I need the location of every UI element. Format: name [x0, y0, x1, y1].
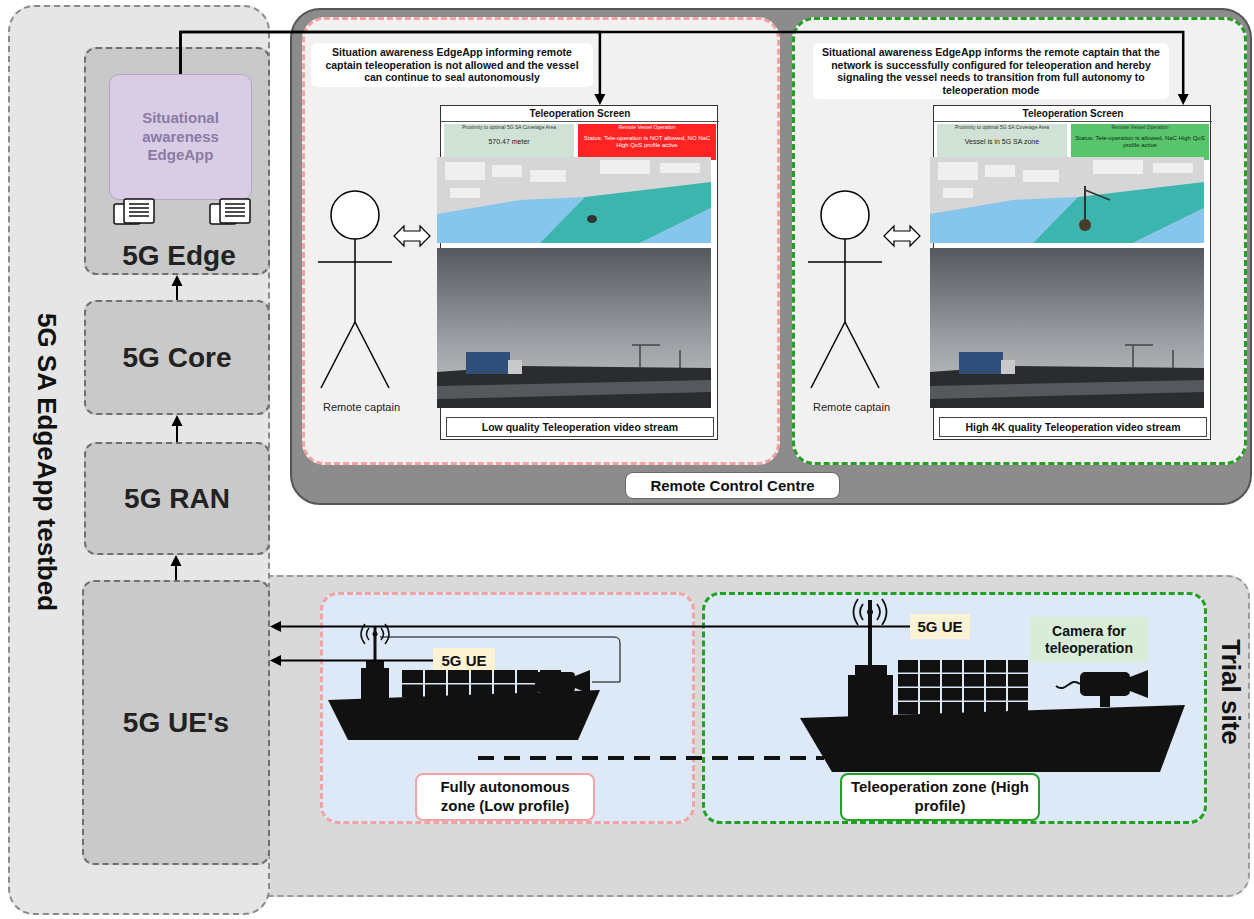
node-text: Fully autonomous zone (Low profile) — [425, 778, 585, 816]
node-text: 5G Edge — [86, 240, 272, 272]
map-view — [437, 157, 711, 243]
node-text: Teleoperation Screen — [441, 108, 719, 119]
text-holder: Remote Control Centre — [625, 472, 840, 499]
node-text: Trial site — [1215, 639, 1246, 745]
edge-layer-box: 5G Edge Situational awareness EdgeApp — [84, 47, 270, 275]
node-text: Situation awareness EdgeApp informing re… — [317, 46, 587, 84]
text-area: Situational awareness EdgeApp — [110, 75, 251, 199]
teleoperation-screen: Teleoperation ScreenLow quality Teleoper… — [440, 105, 718, 440]
text-holder: Low quality Teleoperation video stream — [446, 417, 714, 437]
node-text: Low quality Teleoperation video stream — [449, 421, 711, 433]
node-text: 5G SA EdgeApp testbed — [31, 313, 62, 611]
node-text: 5G UE's — [123, 707, 229, 739]
text-area: 5G UE — [910, 614, 970, 639]
vertical-text-holder: Trial site — [1215, 639, 1246, 745]
text-holder: High 4K quality Teleoperation video stre… — [939, 417, 1207, 437]
text-holder: Remote Vessel Operation — [1073, 125, 1207, 131]
node-text: 570.47 meter — [488, 138, 529, 146]
text-holder: 5G Edge — [86, 240, 272, 272]
node-text: Remote Vessel Operation — [1073, 125, 1207, 131]
node-text: Remote captain — [813, 401, 890, 413]
node-text: Teleoperation zone (High profile) — [850, 778, 1030, 816]
text-holder: Teleoperation zone (High profile) — [840, 773, 1040, 821]
text-holder: Remote captain — [813, 401, 890, 413]
text-holder: Remote captain — [323, 401, 400, 413]
node-text: Vessel is in 5G SA zone — [965, 138, 1039, 146]
status-box: Proximity to optimal 5G SA Coverage Area… — [937, 124, 1067, 160]
ship-high-profile — [800, 599, 1185, 772]
node-text: High 4K quality Teleoperation video stre… — [942, 421, 1204, 433]
text-holder: Teleoperation Screen — [934, 106, 1212, 122]
status-box: Remote Vessel OperationStatus: Tele-oper… — [578, 124, 716, 160]
status-box: Proximity to optimal 5G SA Coverage Area… — [444, 124, 574, 160]
text-area: 5G RAN — [86, 444, 268, 553]
status-box: Remote Vessel OperationStatus: Tele-oper… — [1071, 124, 1209, 160]
node-text: 5G Core — [123, 342, 232, 374]
node-text: 5G RAN — [124, 483, 230, 515]
core-layer-box: 5G Core — [84, 300, 270, 415]
containers — [402, 660, 1028, 715]
text-holder: Situation awareness EdgeApp informing re… — [311, 43, 593, 87]
document-icons — [114, 199, 250, 224]
stick-figure — [318, 191, 430, 388]
text-holder: Situational awareness EdgeApp informs th… — [813, 43, 1169, 99]
camera-label: Camera for teleoperation — [1030, 617, 1148, 662]
control-centre-region: Remote Control Centre Situation awareness… — [290, 8, 1252, 505]
text-area: 5G UE — [433, 648, 495, 673]
text-holder: Proximity to optimal 5G SA Coverage Area — [446, 125, 572, 131]
node-text: Camera for teleoperation — [1033, 623, 1145, 657]
node-text: Status: Tele-operation is allowed, NaC H… — [1074, 135, 1206, 149]
text-area: 5G UE's — [84, 582, 268, 863]
node-text: Proximity to optimal 5G SA Coverage Area — [446, 125, 572, 131]
text-area: Camera for teleoperation — [1030, 617, 1148, 662]
node-text: Proximity to optimal 5G SA Coverage Area — [939, 125, 1065, 131]
vertical-text-holder: 5G SA EdgeApp testbed — [31, 313, 62, 611]
status-panel: Situational awareness EdgeApp informs th… — [792, 17, 1247, 465]
node-text: Remote Control Centre — [636, 477, 829, 494]
node-text: Remote Vessel Operation — [580, 125, 714, 131]
node-text: Situational awareness EdgeApp — [113, 109, 248, 165]
text-holder: Fully autonomous zone (Low profile) — [415, 773, 595, 821]
text-holder: Remote Vessel Operation — [580, 125, 714, 131]
trajectory — [478, 756, 824, 760]
testbed-region: 5G SA EdgeApp testbed 5G Edge Situational … — [8, 5, 270, 915]
video-view — [437, 248, 711, 408]
text-holder: Proximity to optimal 5G SA Coverage Area — [939, 125, 1065, 131]
node-text: Teleoperation Screen — [934, 108, 1212, 119]
ue-layer-box: 5G UE's — [82, 580, 270, 865]
node-text: 5G UE — [917, 618, 962, 635]
zone-region: Fully autonomous zone (Low profile) 5G UE — [320, 592, 695, 824]
ran-layer-box: 5G RAN — [84, 442, 270, 555]
node-text: 5G UE — [441, 652, 486, 669]
teleoperation-screen: Teleoperation ScreenHigh 4K quality Tele… — [933, 105, 1211, 440]
zone-region: Teleoperation zone (High profile) 5G UE Ca… — [702, 592, 1207, 824]
edge-app-box: Situational awareness EdgeApp — [109, 74, 252, 200]
ue-label: 5G UE — [433, 648, 495, 673]
ue-label: 5G UE — [910, 614, 970, 639]
node-text: Remote captain — [323, 401, 400, 413]
node-text: Status: Tele-operation is NOT allowed, N… — [581, 135, 713, 149]
status-panel: Situation awareness EdgeApp informing re… — [302, 17, 780, 465]
text-area: 5G Core — [86, 302, 268, 413]
node-text: Situational awareness EdgeApp informs th… — [819, 46, 1163, 96]
text-holder: Teleoperation Screen — [441, 106, 719, 122]
ship-low-profile — [328, 624, 620, 740]
